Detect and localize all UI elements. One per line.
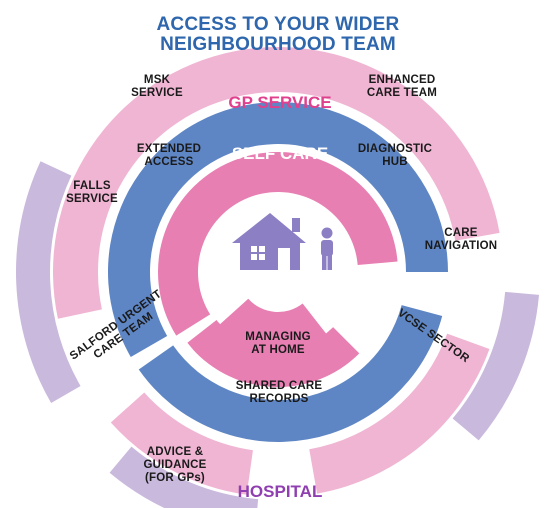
outer-ring-lower-left	[110, 392, 253, 495]
care-navigation-label: CARE NAVIGATION	[424, 227, 498, 252]
diagnostic-hub-label: DIAGNOSTIC HUB	[357, 143, 433, 168]
extended-access-label: EXTENDED ACCESS	[136, 143, 202, 168]
gp-service-label: GP SERVICE	[228, 93, 332, 112]
advice-guidance-label: ADVICE & GUIDANCE (FOR GPs)	[143, 446, 207, 484]
page-title-line-1: ACCESS TO YOUR WIDER	[156, 14, 400, 35]
outer-ring-top	[53, 47, 500, 319]
self-care-ring-top	[158, 152, 398, 336]
lavender-arc-bottom	[109, 446, 259, 508]
enhanced-care-team-label: ENHANCED CARE TEAM	[366, 74, 438, 99]
lavender-arc-left	[16, 161, 81, 403]
msk-service-label: MSK SERVICE	[131, 74, 183, 99]
managing-at-home-label: MANAGING AT HOME	[245, 331, 311, 356]
lavender-arc-right	[452, 291, 540, 441]
shared-care-records-label: SHARED CARE RECORDS	[235, 380, 323, 405]
page-title-line-2: NEIGHBOURHOOD TEAM	[160, 34, 396, 55]
person-icon	[321, 227, 333, 270]
managing-at-home-wedge-inner	[192, 298, 349, 387]
falls-service-label: FALLS SERVICE	[66, 180, 118, 205]
outer-ring-lower-right	[309, 333, 490, 494]
blue-ring-top	[108, 102, 448, 357]
hospital-label: HOSPITAL	[237, 482, 323, 501]
house-icon	[232, 213, 306, 270]
self-care-label: SELF CARE	[231, 144, 329, 163]
blue-ring-bottom	[138, 305, 443, 443]
